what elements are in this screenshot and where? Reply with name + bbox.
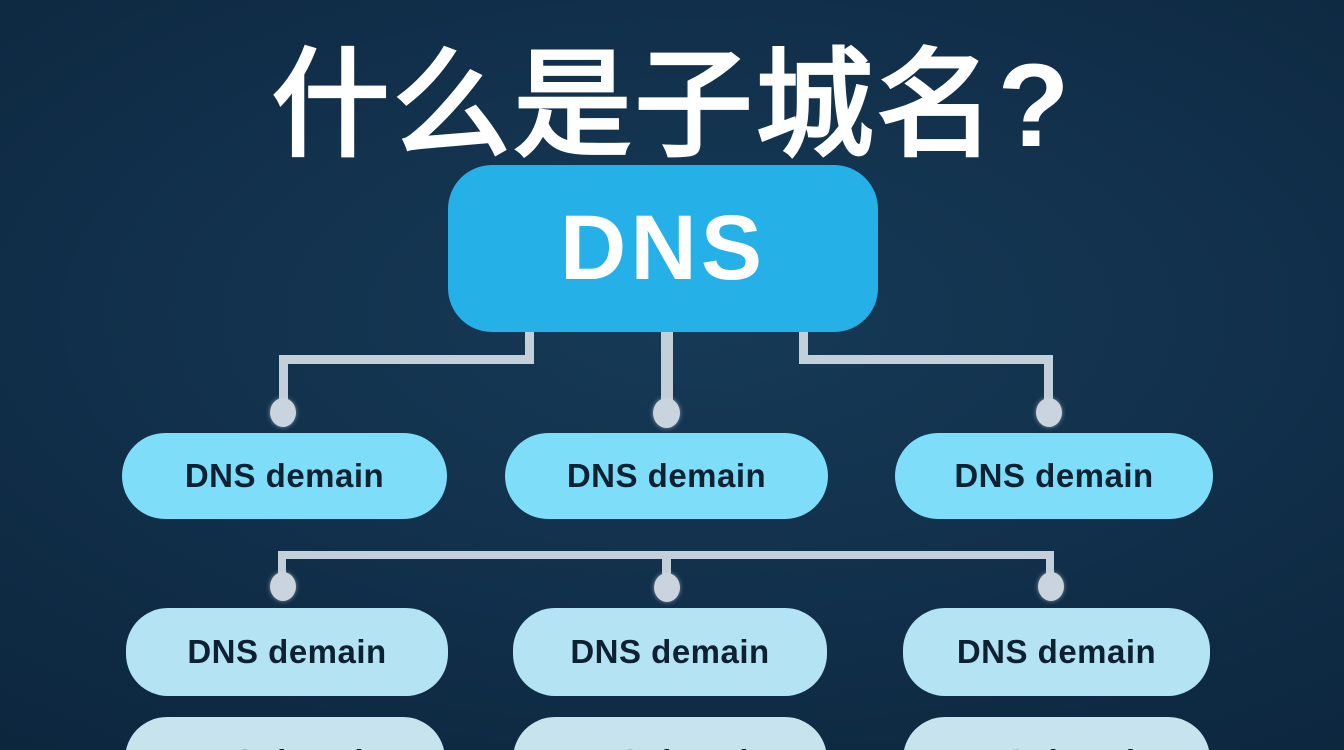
connector-dot (1038, 572, 1064, 601)
dns-domain-node: DNS demain (895, 433, 1213, 519)
dns-domain-node: DNS demain (126, 608, 448, 696)
connector-dot (654, 573, 680, 602)
dns-domain-label: DNS demain (184, 457, 385, 494)
connector-dot (270, 398, 296, 427)
dns-domain-label: DNS demain (956, 633, 1157, 670)
connector-root-left-drop (525, 332, 534, 363)
connector-root-left-vert (279, 355, 288, 403)
dns-domain-label: DNS demain (570, 633, 770, 670)
dns-domain-node: DNS demain (903, 608, 1210, 696)
connector-root-right-vert (1044, 355, 1053, 403)
dns-domain-label: DNS demain (570, 743, 769, 750)
connector-dot (653, 398, 680, 428)
dns-root-label: DNS (559, 197, 767, 299)
dns-domain-node: DNS demain (903, 717, 1210, 750)
dns-domain-node: DNS demain (505, 433, 828, 519)
connector-root-center-vert (661, 332, 673, 402)
connector-bus-left (278, 551, 286, 579)
connector-root-left-horiz (279, 355, 534, 364)
dns-domain-node: DNS demain (122, 433, 447, 519)
dns-domain-label: DNS demain (566, 457, 767, 494)
dns-domain-label: DNS demain (957, 743, 1156, 750)
page-title: 什么是子城名? (271, 40, 1073, 173)
dns-domain-label: DNS demain (187, 633, 387, 670)
connector-root-right-horiz (799, 355, 1053, 364)
connector-bus-center (662, 551, 671, 579)
dns-domain-node: DNS demain (125, 717, 445, 750)
dns-domain-node: DNS demain (513, 717, 827, 750)
connector-bus-right (1046, 551, 1054, 579)
connector-dot (270, 572, 296, 601)
connector-dot (1036, 398, 1062, 427)
dns-root-node: DNS (448, 165, 878, 332)
dns-domain-label: DNS demain (185, 743, 384, 750)
dns-domain-node: DNS demain (513, 608, 827, 696)
dns-domain-label: DNS demain (954, 457, 1154, 494)
connector-root-right-drop (799, 332, 808, 364)
